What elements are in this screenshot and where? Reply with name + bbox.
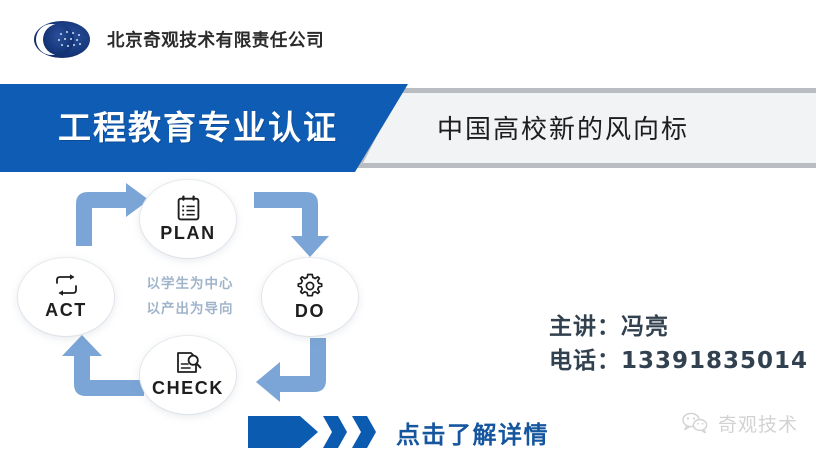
gear-icon [297, 273, 323, 297]
elbow-arrow-left-up-icon [62, 335, 144, 396]
pdca-node-act[interactable]: ACT [18, 258, 114, 336]
click-for-details-cta[interactable]: 点击了解详情 [248, 414, 549, 450]
pdca-label-do: DO [294, 300, 326, 321]
pdca-label-act: ACT [45, 299, 87, 320]
presenter-name: 主讲：冯亮 [549, 314, 669, 340]
wechat-icon [682, 412, 708, 434]
cta-label: 点击了解详情 [396, 420, 549, 449]
pdca-node-check[interactable]: CHECK [140, 336, 236, 414]
pdca-label-check: CHECK [151, 378, 224, 398]
banner-blue-panel [0, 84, 408, 172]
chevron-right-icon [248, 416, 318, 448]
pdca-label-plan: PLAN [160, 222, 216, 243]
chevron-right-icon-2 [323, 416, 347, 448]
slogan-line-1: 以学生为中心 [146, 276, 234, 292]
banner-gray-panel [363, 93, 816, 163]
pdca-cycle-diagram: 以学生为中心 以产出为导向 PLAN DO [18, 176, 368, 421]
page-header: 北京奇观技术有限责任公司 [0, 0, 816, 78]
elbow-arrow-up-right-icon [76, 183, 149, 246]
speaker-info: 主讲：冯亮 电话：13391835014 [549, 310, 808, 378]
loop-arrows-icon [55, 273, 77, 296]
pdca-node-plan[interactable]: PLAN [140, 180, 236, 258]
clipboard-icon [177, 195, 199, 220]
watermark-text: 奇观技术 [717, 414, 798, 436]
banner-subtitle: 中国高校新的风向标 [437, 115, 690, 145]
pdca-node-do[interactable]: DO [262, 258, 358, 336]
document-search-icon [176, 352, 201, 373]
cta-arrow-group [248, 416, 376, 448]
elbow-arrow-right-down-icon [254, 192, 329, 257]
presenter-phone: 电话：13391835014 [549, 348, 809, 374]
pdca-center-slogan: 以学生为中心 以产出为导向 [140, 272, 240, 322]
banner-title: 工程教育专业认证 [58, 108, 338, 147]
title-banner: 工程教育专业认证 中国高校新的风向标 [0, 84, 816, 172]
company-globe-logo-icon [34, 20, 90, 58]
elbow-arrow-down-left-icon [256, 338, 326, 402]
company-name: 北京奇观技术有限责任公司 [107, 30, 325, 51]
slogan-line-2: 以产出为导向 [146, 301, 234, 317]
wechat-watermark: 奇观技术 [681, 410, 798, 437]
chevron-right-icon-3 [352, 416, 376, 448]
